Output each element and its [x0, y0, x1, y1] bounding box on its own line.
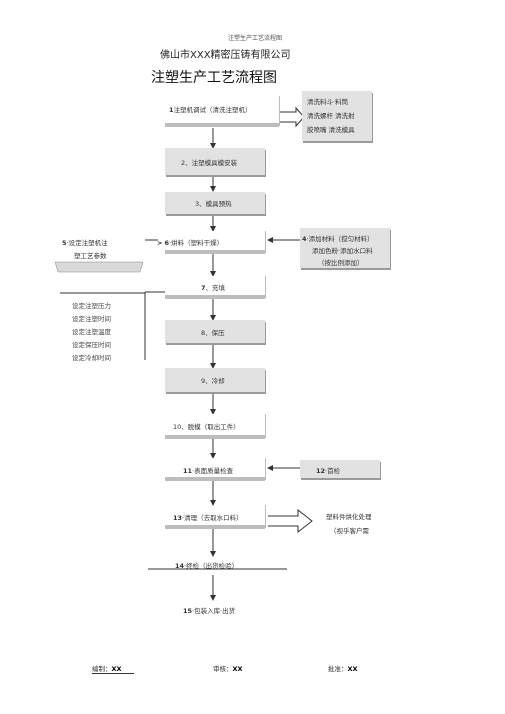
step-8-label: 8、保压	[201, 329, 225, 337]
step-9-label: 9、冷却	[201, 377, 225, 385]
step-14: 14·终检（出货检验）	[175, 560, 238, 570]
step-13-label: ·清理（去取水口料）	[182, 514, 243, 522]
param-item-4: 设定冷却时间	[72, 354, 111, 362]
step-6-num: 6	[164, 239, 170, 247]
step-7-shadow	[165, 295, 265, 299]
step-13-box: 13·清理（去取水口料）	[165, 505, 266, 529]
step-10-label: 10、脱模（取出工件）	[173, 423, 240, 431]
step-5-num: 5	[62, 239, 67, 247]
step-10-box: 10、脱模（取出工件）	[165, 414, 266, 439]
callout-plastic-line2: （视乎客户需	[330, 527, 369, 535]
callout-material-line3: （按比例添加）	[318, 259, 364, 267]
callout-plastic: 塑料件烘化处理 （视乎客户需	[326, 510, 372, 538]
footer-approved-value: XX	[347, 665, 358, 673]
callout-material-line1: ·添加材料（搅匀材料）	[306, 235, 374, 243]
callout-cleaning-line3: 胶喷嘴 清洗模具	[307, 126, 355, 134]
footer-approved: 批准：XX	[328, 663, 358, 673]
footer-reviewed-label: 审核：	[213, 665, 233, 673]
callout-material-num: 4	[302, 235, 307, 243]
step-1-shadow	[165, 123, 279, 127]
step-13-shadow	[165, 525, 265, 529]
step-14-label: ·终检（出货检验）	[184, 562, 239, 570]
step-11-label: ·表面质量检查	[192, 467, 234, 475]
step-5-line1: ·设定注塑机注	[66, 239, 108, 247]
callout-cleaning: 清洗料斗·料筒 清洗螺杆 清洗射 胶喷嘴 清洗模具	[302, 91, 372, 141]
step-12-label: ·首检	[325, 467, 341, 475]
footer-reviewed: 审核：XX	[213, 663, 243, 673]
callout-cleaning-line1: 清洗料斗·料筒	[307, 98, 349, 106]
step-11-box: 11·表面质量检查	[165, 458, 266, 481]
param-item-0: 设定注塑压力	[72, 302, 111, 310]
step-11-num: 11	[183, 467, 193, 475]
step-7-box: 7、充填	[165, 276, 266, 299]
step-15-num: 15	[183, 607, 193, 615]
page-title: 注塑生产工艺流程图	[151, 70, 277, 86]
footer-compiled-value: XX	[111, 665, 122, 673]
footer-reviewed-value: XX	[232, 665, 243, 673]
company-name: 佛山市XXX精密压铸有限公司	[160, 50, 291, 61]
callout-material-line2: 添加色粉·添加水口料	[312, 247, 373, 255]
step-5-text: 5·设定注塑机注 塑工艺参数	[62, 237, 108, 263]
footer-compiled-label: 编制：	[92, 665, 112, 673]
param-item-3: 设定保压时间	[72, 341, 111, 349]
step-7-num: 7	[201, 284, 206, 292]
step-6-prefix: >	[157, 239, 163, 247]
footer-compiled: 编制：XX	[92, 663, 134, 674]
step-3-box: 3、模具预热	[165, 192, 265, 214]
step-9-box: 9、冷却	[165, 368, 265, 392]
step-12-box: 12·首检	[300, 460, 380, 478]
param-item-2: 设定注塑温度	[72, 328, 111, 336]
step-2-label: 2、注塑模具模安装	[181, 159, 238, 167]
step-1-label: 注塑机调试（清洗注塑机）	[173, 106, 252, 114]
step-6-box: > 6·烘料（塑料干燥）	[157, 231, 266, 254]
doc-caption: 注塑生产工艺流程图	[228, 35, 283, 42]
callout-material: 4·添加材料（搅匀材料） 添加色粉·添加水口料 （按比例添加）	[300, 228, 390, 268]
step-15-label: ·包装入库·出货	[192, 607, 236, 615]
step-15: 15·包装入库·出货	[183, 605, 235, 615]
step-8-box: 8、保压	[165, 320, 265, 343]
param-list: 设定注塑压力 设定注塑时间 设定注塑温度 设定保压时间 设定冷却时间	[72, 300, 111, 365]
step-12-num: 12	[316, 467, 326, 475]
step-3-label: 3、模具预热	[195, 200, 232, 208]
param-item-1: 设定注塑时间	[72, 315, 111, 323]
callout-plastic-line1: 塑料件烘化处理	[326, 513, 372, 521]
step-2-box: 2、注塑模具模安装	[165, 148, 265, 175]
step-10-shadow	[165, 435, 265, 439]
step-6-shadow	[165, 250, 265, 254]
step-1-box: 1注塑机调试（清洗注塑机）	[165, 96, 280, 127]
step-14-num: 14	[175, 562, 185, 570]
step-7-label: 、充填	[205, 284, 226, 292]
step-6-label: ·烘料（塑料干燥）	[169, 239, 224, 247]
step-13-num: 13	[173, 514, 183, 522]
callout-cleaning-line2: 清洗螺杆 清洗射	[307, 112, 355, 120]
footer-approved-label: 批准：	[328, 665, 348, 673]
step-11-shadow	[165, 477, 265, 481]
step-5-line2: 塑工艺参数	[74, 252, 107, 260]
step-1-num: 1	[169, 106, 174, 114]
